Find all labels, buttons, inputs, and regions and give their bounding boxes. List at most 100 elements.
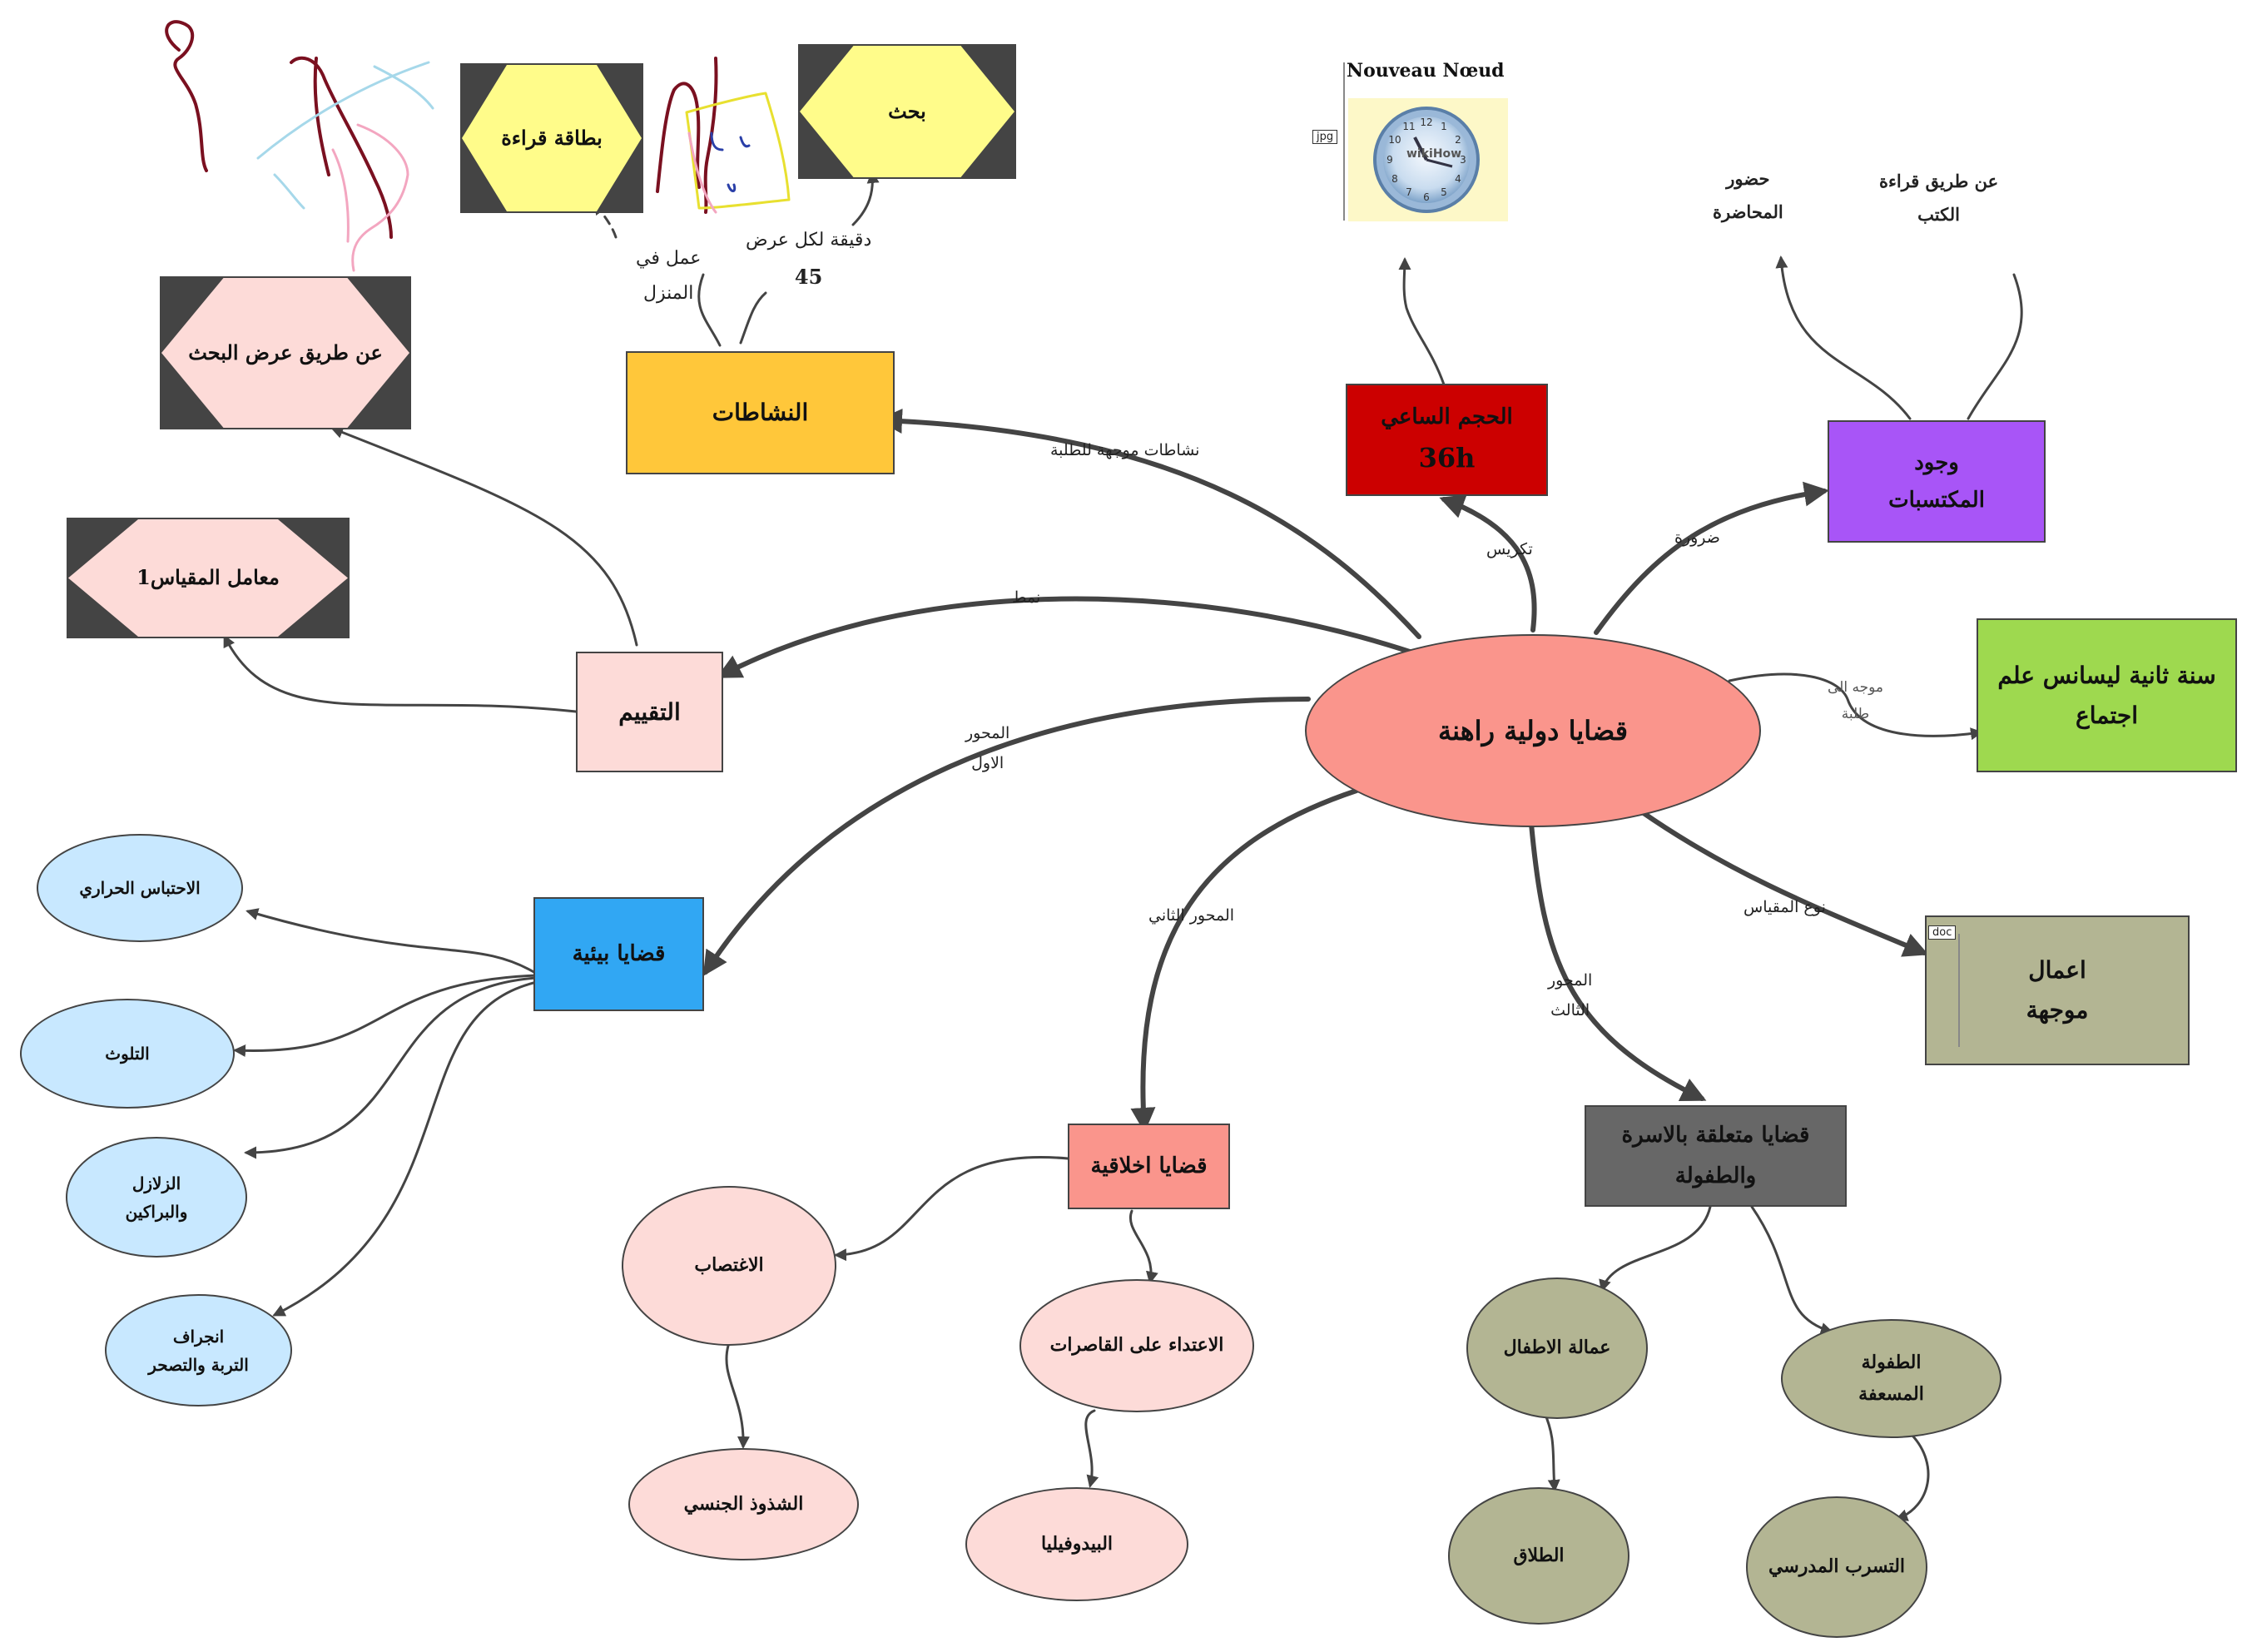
reading-card-node[interactable]: بطاقة قراءة xyxy=(460,63,643,213)
label-lecture: حضور المحاضرة xyxy=(1713,162,1783,229)
edge-prereq-books xyxy=(1967,273,2023,420)
evaluation-label: التقييم xyxy=(618,697,681,726)
new-node-title[interactable]: Nouveau Nœud xyxy=(1347,60,1505,82)
scribble-pink-2 xyxy=(331,148,350,243)
ethics-node[interactable]: قضايا اخلاقية xyxy=(1068,1124,1230,1209)
label-axis-three: المحور الثالث xyxy=(1548,965,1592,1025)
edge-center-activities xyxy=(877,408,1421,639)
coefficient-node[interactable]: معامل المقياس1 xyxy=(67,518,350,638)
edge-center-evaluation xyxy=(716,596,1430,678)
activities-node[interactable]: النشاطات xyxy=(626,351,895,474)
svg-text:12: 12 xyxy=(1420,117,1432,128)
deviance-node[interactable]: الشذوذ الجنسي xyxy=(628,1448,859,1560)
works-node[interactable]: اعمال موجهة xyxy=(1925,915,2190,1065)
edge-activities-minutes xyxy=(739,291,767,345)
scribble-pink-1 xyxy=(351,123,409,272)
label-axis-one-line2: الاول xyxy=(971,754,1004,773)
abused-childhood-node[interactable]: الطفولة المسعفة xyxy=(1781,1319,2001,1438)
clock-brand-label: wikiHow xyxy=(1406,147,1462,161)
evaluation-node[interactable]: التقييم xyxy=(576,652,723,772)
research-presentation-label: عن طريق عرض البحث xyxy=(188,340,383,365)
deviance-label: الشذوذ الجنسي xyxy=(683,1492,804,1515)
scribble-dark-red-3 xyxy=(313,57,330,176)
erosion-label-line1: انجراف xyxy=(172,1326,225,1347)
svg-text:10: 10 xyxy=(1388,134,1401,146)
edge-env-pollution xyxy=(233,974,538,1058)
svg-text:8: 8 xyxy=(1391,173,1398,185)
hours-node[interactable]: الحجم الساعي 36h xyxy=(1346,384,1548,496)
divorce-node[interactable]: الطلاق xyxy=(1448,1487,1629,1625)
edge-center-hours xyxy=(1439,494,1537,633)
edge-abused-dropout xyxy=(1895,1434,1930,1521)
scribble-blue-2 xyxy=(739,136,751,148)
target-node[interactable]: سنة ثانية ليسانس علم اجتماع xyxy=(1977,618,2237,772)
svg-text:7: 7 xyxy=(1406,186,1412,198)
edge-evaluation-research-pres xyxy=(330,426,638,647)
scribble-cyan-1 xyxy=(256,61,430,160)
edge-minutes-research xyxy=(851,171,880,226)
center-node-label: قضايا دولية راهنة xyxy=(1437,714,1629,747)
env-node[interactable]: قضايا بيئية xyxy=(533,897,704,1011)
label-pattern: نمط xyxy=(1012,588,1041,607)
label-books-line2: الكتب xyxy=(1917,203,1960,225)
pollution-label: التلوث xyxy=(105,1044,150,1064)
hours-label: الحجم الساعي xyxy=(1381,404,1513,430)
edge-center-env xyxy=(702,697,1311,977)
jpg-badge: jpg xyxy=(1312,130,1338,144)
quakes-label-line1: الزلازل xyxy=(131,1173,181,1193)
svg-text:2: 2 xyxy=(1455,134,1461,146)
dropout-node[interactable]: التسرب المدرسي xyxy=(1746,1496,1927,1638)
rape-label: الاغتصاب xyxy=(694,1254,764,1277)
edge-ethics-rape xyxy=(834,1156,1069,1262)
edge-center-family xyxy=(1529,821,1707,1102)
edge-center-works xyxy=(1639,809,1929,957)
rape-node[interactable]: الاغتصاب xyxy=(622,1186,836,1346)
pedophilia-node[interactable]: البيدوفيليا xyxy=(965,1487,1188,1601)
pedophilia-label: البيدوفيليا xyxy=(1040,1532,1114,1555)
dropout-label: التسرب المدرسي xyxy=(1768,1555,1906,1578)
hours-value: 36h xyxy=(1418,442,1476,474)
prereq-node[interactable]: وجود المكتسبات xyxy=(1828,420,2046,543)
label-dedication: تكريس xyxy=(1486,540,1533,558)
edge-minors-pedophilia xyxy=(1084,1409,1099,1488)
minors-node[interactable]: الاعتداء على القاصرات xyxy=(1019,1279,1254,1412)
works-label-line2: موجهة xyxy=(2026,996,2089,1024)
label-lecture-line1: حضور xyxy=(1726,168,1770,189)
quakes-node[interactable]: الزلازل والبراكين xyxy=(66,1137,247,1258)
edge-center-prereq xyxy=(1594,481,1829,635)
activities-label: النشاطات xyxy=(712,399,809,427)
env-label: قضايا بيئية xyxy=(572,941,666,967)
label-home-work: عمل في المنزل xyxy=(636,241,701,311)
label-minutes: دقيقة لكل عرض 45 xyxy=(746,223,871,295)
svg-text:1: 1 xyxy=(1441,121,1447,132)
scribble-yellow-1 xyxy=(685,92,791,210)
center-node[interactable]: قضايا دولية راهنة xyxy=(1305,634,1761,827)
label-module-type: نوع المقياس xyxy=(1744,898,1826,916)
child-labor-node[interactable]: عمالة الاطفال xyxy=(1466,1277,1648,1419)
scribble-blue-1 xyxy=(710,131,724,151)
coefficient-label: معامل المقياس1 xyxy=(136,565,280,590)
svg-text:11: 11 xyxy=(1402,121,1415,132)
scribble-dark-red-2 xyxy=(290,56,393,239)
family-node[interactable]: قضايا متعلقة بالاسرة والطفولة xyxy=(1585,1105,1847,1207)
edge-family-childlabor xyxy=(1599,1205,1712,1292)
edge-env-greenhouse xyxy=(246,908,538,975)
label-directed-to-line2: طلبة xyxy=(1841,706,1870,723)
edge-prereq-lecture xyxy=(1775,255,1912,420)
family-label-line1: قضايا متعلقة بالاسرة xyxy=(1621,1122,1810,1148)
greenhouse-node[interactable]: الاحتباس الحراري xyxy=(37,834,243,942)
edge-center-ethics xyxy=(1130,788,1359,1133)
svg-text:5: 5 xyxy=(1441,186,1447,198)
research-presentation-node[interactable]: عن طريق عرض البحث xyxy=(160,276,411,429)
label-directed-to-line1: موجه الى xyxy=(1828,679,1883,696)
pollution-node[interactable]: التلوث xyxy=(20,999,235,1109)
edge-activities-homework xyxy=(697,273,722,347)
label-books-line1: عن طريق قراءة xyxy=(1879,171,1999,191)
erosion-node[interactable]: انجراف التربة والتصحر xyxy=(105,1294,292,1406)
label-axis-two: المحور الثاني xyxy=(1148,906,1235,925)
research-label: بحث xyxy=(888,98,926,123)
scribble-cyan-2 xyxy=(373,65,434,110)
research-node[interactable]: بحث xyxy=(798,44,1016,179)
